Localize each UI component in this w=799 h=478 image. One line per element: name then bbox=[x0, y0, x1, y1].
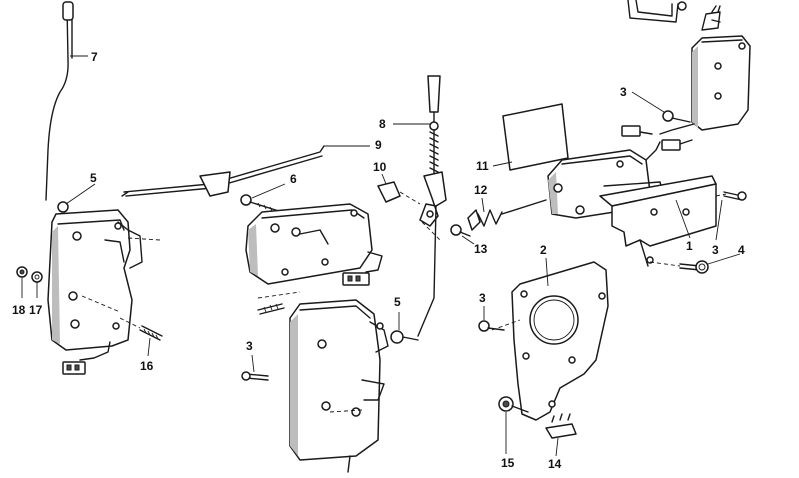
bracket-part-1 bbox=[599, 175, 727, 267]
screw-part-3-lower bbox=[478, 320, 505, 332]
clip-part-5-mid bbox=[390, 330, 419, 344]
clip-part-14 bbox=[545, 413, 577, 439]
callout-8: 8 bbox=[379, 117, 386, 131]
clip-part-13 bbox=[450, 224, 471, 237]
callout-12: 12 bbox=[474, 183, 488, 197]
screw-part-3-right bbox=[723, 191, 747, 201]
callout-1: 1 bbox=[686, 239, 693, 253]
callout-10: 10 bbox=[373, 160, 387, 174]
callout-14: 14 bbox=[548, 457, 562, 471]
lower-actuator-housing bbox=[289, 299, 389, 473]
callout-3-lower: 3 bbox=[479, 291, 486, 305]
callout-18: 18 bbox=[12, 303, 26, 317]
callout-17: 17 bbox=[29, 303, 43, 317]
callout-7: 7 bbox=[91, 50, 98, 64]
top-right-rods bbox=[627, 0, 721, 23]
left-actuator-housing bbox=[47, 209, 161, 375]
washer-part-18 bbox=[16, 266, 28, 278]
callout-5-left: 5 bbox=[90, 171, 97, 185]
callout-2: 2 bbox=[540, 243, 547, 257]
cover-plate-part-11 bbox=[502, 103, 569, 171]
bracket-part-10 bbox=[377, 171, 447, 337]
rod-part-9 bbox=[121, 145, 325, 197]
bolt-part-4 bbox=[679, 260, 709, 274]
middle-actuator-housing bbox=[245, 203, 383, 299]
callout-3-top: 3 bbox=[620, 85, 627, 99]
nut-part-15 bbox=[498, 396, 529, 413]
top-right-actuator-housing bbox=[621, 5, 751, 151]
callout-9: 9 bbox=[375, 138, 382, 152]
callout-3-right: 3 bbox=[712, 243, 719, 257]
callout-4: 4 bbox=[738, 243, 745, 257]
callout-3-mid: 3 bbox=[246, 339, 253, 353]
callout-11: 11 bbox=[476, 159, 489, 173]
callout-5-mid: 5 bbox=[394, 295, 401, 309]
nut-part-17 bbox=[31, 271, 43, 283]
screw-part-3-mid bbox=[241, 303, 285, 381]
bracket-plate-part-2 bbox=[491, 261, 609, 421]
screw-part-16 bbox=[119, 317, 163, 341]
lock-button-part-8 bbox=[427, 75, 441, 179]
rod-part-7 bbox=[45, 1, 86, 213]
screw-part-6 bbox=[240, 194, 283, 213]
leader-lines bbox=[21, 55, 741, 457]
callout-15: 15 bbox=[501, 456, 515, 470]
callout-16: 16 bbox=[140, 359, 154, 373]
callout-13: 13 bbox=[474, 242, 488, 256]
spring-part-12 bbox=[467, 199, 547, 231]
callout-6: 6 bbox=[290, 172, 297, 186]
callout-labels: 7 5 18 17 16 6 9 10 8 3 5 12 13 11 2 3 1… bbox=[12, 50, 745, 471]
screw-part-3-top bbox=[662, 110, 691, 123]
